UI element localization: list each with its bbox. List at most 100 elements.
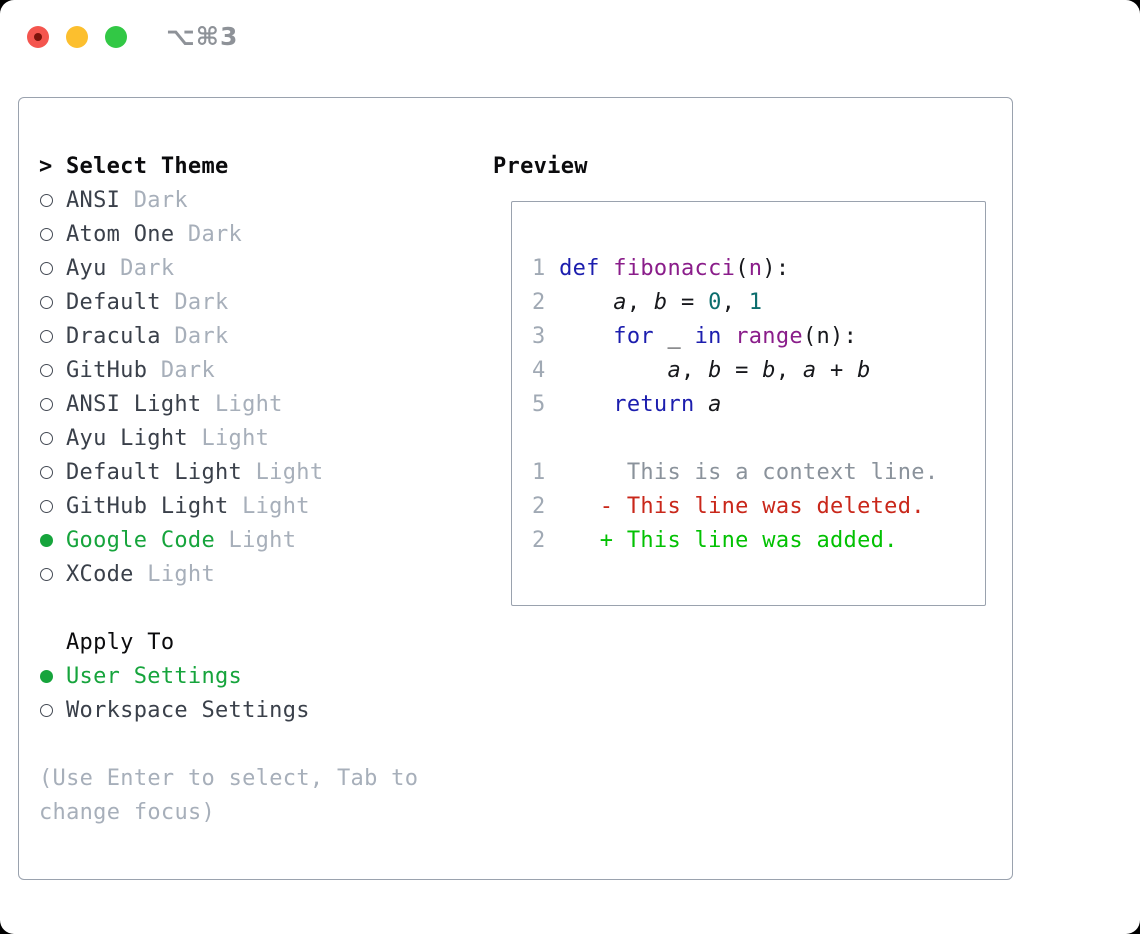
apply-option-label: User Settings bbox=[66, 663, 243, 689]
preview-header-label: Preview bbox=[493, 153, 588, 179]
radio-icon[interactable] bbox=[39, 295, 66, 309]
code-line: 2 + This line was added. bbox=[532, 524, 985, 558]
theme-variant-label: Dark bbox=[147, 357, 216, 383]
theme-option-label: Default bbox=[66, 289, 161, 315]
code-line: 1 This is a context line. bbox=[532, 456, 985, 490]
theme-option-github[interactable]: GitHub Dark bbox=[39, 353, 479, 387]
window-title: ⌥⌘3 bbox=[166, 22, 239, 51]
theme-option-default[interactable]: Default Dark bbox=[39, 285, 479, 319]
code-token: ): bbox=[762, 256, 790, 281]
line-number: 1 bbox=[532, 460, 627, 485]
theme-variant-label: Light bbox=[215, 527, 297, 553]
theme-variant-label: Dark bbox=[106, 255, 175, 281]
line-number: 3 bbox=[532, 324, 614, 349]
theme-option-ayu-light[interactable]: Ayu Light Light bbox=[39, 421, 479, 455]
radio-circle bbox=[40, 465, 53, 479]
preview-header: Preview bbox=[493, 149, 993, 183]
theme-option-google-code[interactable]: Google Code Light bbox=[39, 523, 479, 557]
code-token: a bbox=[802, 358, 817, 383]
code-token bbox=[654, 324, 668, 349]
radio-circle bbox=[40, 397, 53, 411]
radio-icon[interactable] bbox=[39, 193, 66, 207]
theme-option-label: ANSI bbox=[66, 187, 121, 213]
theme-option-ansi-light[interactable]: ANSI Light Light bbox=[39, 387, 479, 421]
theme-option-ayu[interactable]: Ayu Dark bbox=[39, 251, 479, 285]
radio-selected-icon[interactable] bbox=[39, 533, 66, 547]
cursor-arrow-icon: > bbox=[39, 153, 53, 179]
apply-option-user-settings[interactable]: User Settings bbox=[39, 659, 479, 693]
line-number: 2 bbox=[532, 494, 600, 519]
code-token: b bbox=[762, 358, 776, 383]
theme-option-ansi[interactable]: ANSI Dark bbox=[39, 183, 479, 217]
code-token: 1 bbox=[748, 290, 763, 315]
radio-icon[interactable] bbox=[39, 703, 66, 717]
theme-variant-label: Light bbox=[133, 561, 216, 587]
code-line: 2 - This line was deleted. bbox=[532, 490, 985, 524]
theme-variant-label: Dark bbox=[174, 221, 243, 247]
theme-option-github-light[interactable]: GitHub Light Light bbox=[39, 489, 479, 523]
apply-option-workspace-settings[interactable]: Workspace Settings bbox=[39, 693, 479, 727]
code-token: a bbox=[613, 290, 627, 315]
zoom-button[interactable] bbox=[105, 26, 127, 48]
radio-icon[interactable] bbox=[39, 329, 66, 343]
minimize-button[interactable] bbox=[66, 26, 88, 48]
radio-circle bbox=[40, 227, 53, 241]
radio-icon[interactable] bbox=[39, 431, 66, 445]
line-number: 2 bbox=[532, 290, 614, 315]
radio-circle bbox=[40, 261, 53, 275]
code-token: return bbox=[613, 392, 695, 417]
close-button[interactable] bbox=[27, 26, 49, 48]
code-token: , bbox=[626, 290, 654, 315]
title-bar: ⌥⌘3 bbox=[0, 0, 1140, 74]
code-token: a bbox=[667, 358, 681, 383]
radio-selected-icon[interactable] bbox=[39, 669, 66, 683]
preview-column: Preview 1 def fibonacci(n):2 a, b = 0, 1… bbox=[493, 149, 993, 606]
code-token: in bbox=[694, 324, 722, 349]
theme-variant-label: Light bbox=[228, 493, 310, 519]
code-token: , bbox=[775, 358, 803, 383]
radio-icon[interactable] bbox=[39, 465, 66, 479]
select-theme-header-label: Select Theme bbox=[66, 153, 229, 179]
line-number: 2 bbox=[532, 528, 600, 553]
radio-circle bbox=[40, 669, 53, 683]
code-token: b bbox=[857, 358, 871, 383]
theme-option-dracula[interactable]: Dracula Dark bbox=[39, 319, 479, 353]
code-line: 5 return a bbox=[532, 388, 985, 422]
theme-option-default-light[interactable]: Default Light Light bbox=[39, 455, 479, 489]
radio-circle bbox=[40, 329, 53, 343]
apply-option-label: Workspace Settings bbox=[66, 697, 310, 723]
radio-icon[interactable] bbox=[39, 363, 66, 377]
code-token: b bbox=[708, 358, 722, 383]
theme-option-xcode[interactable]: XCode Light bbox=[39, 557, 479, 591]
line-number: 1 bbox=[532, 256, 560, 281]
radio-icon[interactable] bbox=[39, 397, 66, 411]
theme-variant-label: Light bbox=[187, 425, 270, 451]
code-token: This is a context line. bbox=[626, 460, 939, 485]
radio-circle bbox=[40, 431, 53, 445]
radio-icon[interactable] bbox=[39, 261, 66, 275]
code-token: fibonacci bbox=[613, 256, 736, 281]
theme-option-label: Default Light bbox=[66, 459, 243, 485]
close-dot-icon bbox=[34, 33, 42, 41]
theme-option-label: GitHub Light bbox=[66, 493, 229, 519]
radio-circle bbox=[40, 533, 53, 547]
radio-icon[interactable] bbox=[39, 227, 66, 241]
theme-option-label: Ayu Light bbox=[66, 425, 188, 451]
code-token: + bbox=[816, 358, 858, 383]
apply-to-header: Apply To bbox=[39, 625, 479, 659]
hint-line-2: change focus) bbox=[39, 799, 216, 825]
radio-circle bbox=[40, 193, 53, 207]
theme-option-atom-one[interactable]: Atom One Dark bbox=[39, 217, 479, 251]
code-token bbox=[681, 324, 695, 349]
radio-icon[interactable] bbox=[39, 567, 66, 581]
code-line: 1 def fibonacci(n): bbox=[532, 252, 985, 286]
code-line: 2 a, b = 0, 1 bbox=[532, 286, 985, 320]
theme-option-label: XCode bbox=[66, 561, 134, 587]
radio-icon[interactable] bbox=[39, 499, 66, 513]
radio-circle bbox=[40, 567, 53, 581]
